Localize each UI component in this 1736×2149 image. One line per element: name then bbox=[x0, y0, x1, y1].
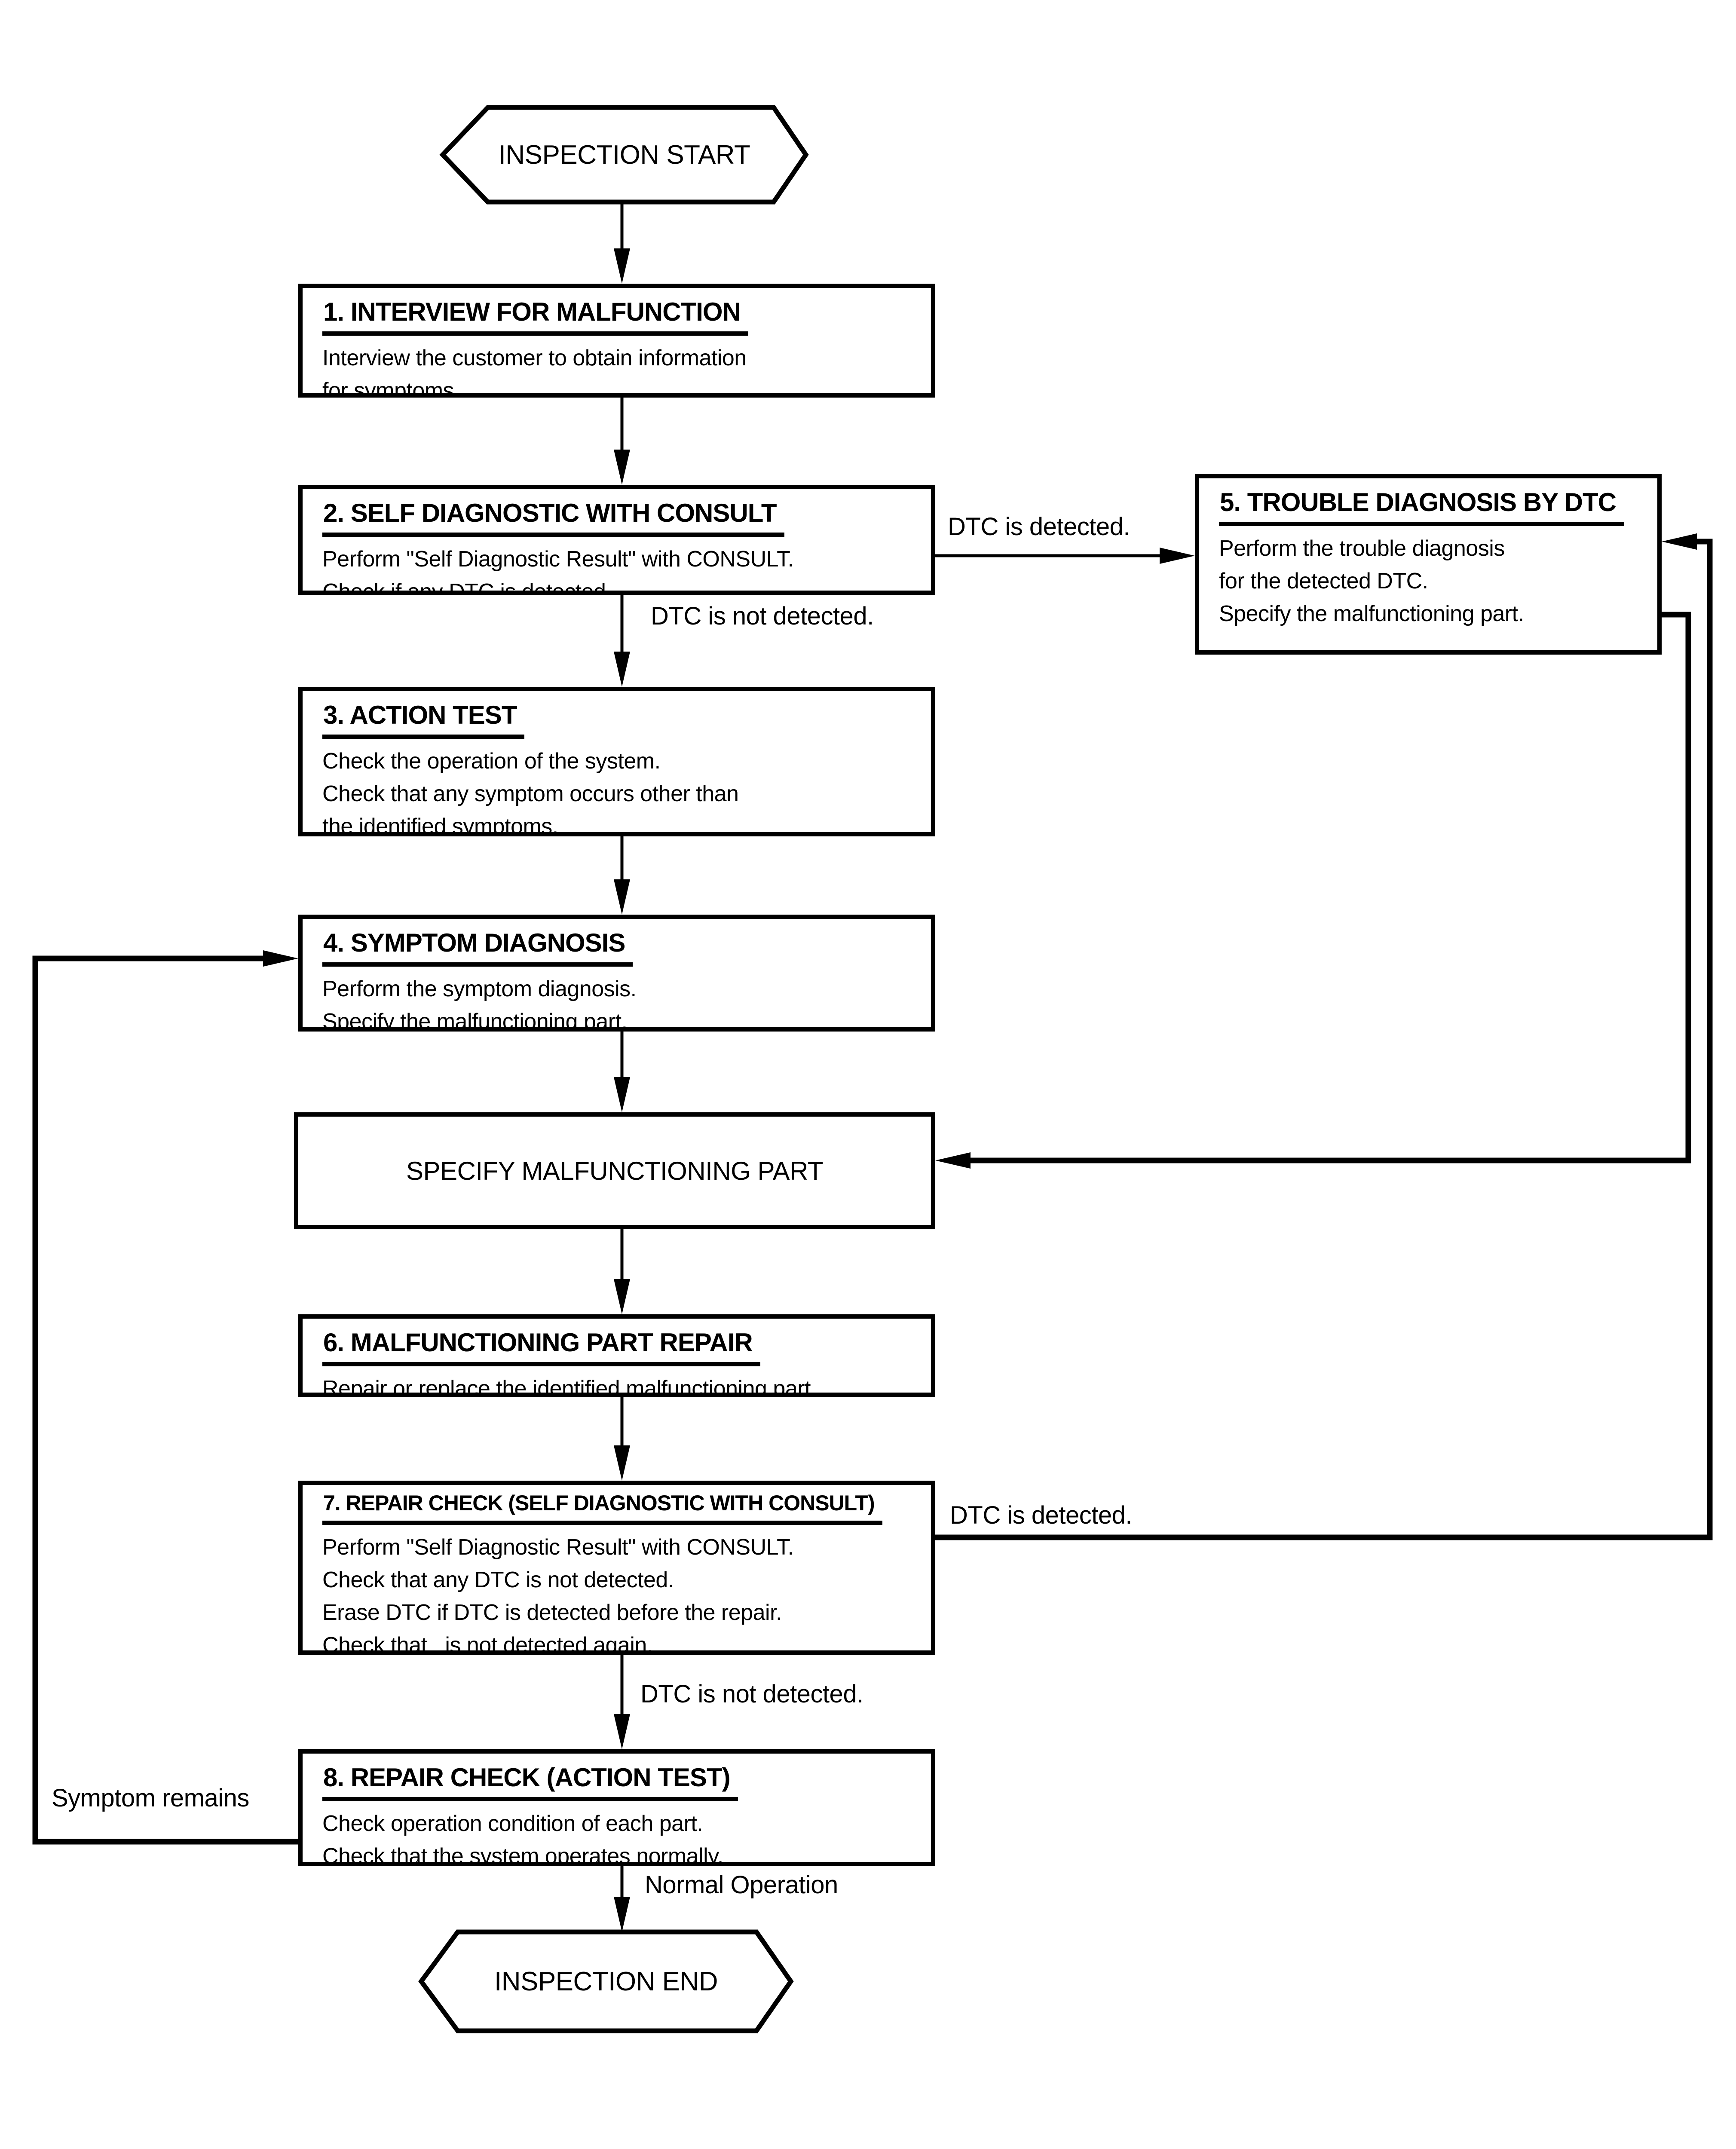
edge-label-normal-operation: Normal Operation bbox=[645, 1871, 838, 1899]
step-3-line: Check that any symptom occurs other than bbox=[322, 781, 739, 806]
arrowhead-into-b2 bbox=[614, 450, 630, 485]
arrowhead-into-b6 bbox=[614, 1279, 630, 1314]
arrowhead-into-b7 bbox=[614, 1445, 630, 1481]
connector-b5-to-specify bbox=[967, 612, 1691, 1163]
step-4-line: Specify the malfunctioning part. bbox=[322, 1009, 628, 1032]
step-6-part-repair-box: 6. MALFUNCTIONING PART REPAIR Repair or … bbox=[298, 1314, 935, 1397]
start-terminator-label: INSPECTION START bbox=[498, 140, 750, 170]
step-3-line: Check the operation of the system. bbox=[322, 749, 661, 774]
end-terminator-label: INSPECTION END bbox=[494, 1966, 718, 1996]
step-7-repair-check-consult-box: 7. REPAIR CHECK (SELF DIAGNOSTIC WITH CO… bbox=[298, 1481, 935, 1655]
arrowhead-into-b3 bbox=[614, 652, 630, 687]
arrowhead-into-specify-right bbox=[935, 1152, 971, 1169]
edge-label-symptom-remains: Symptom remains bbox=[52, 1784, 249, 1812]
step-1-title: 1. INTERVIEW FOR MALFUNCTION bbox=[322, 298, 748, 336]
edge-label-dtc-detected-bottom: DTC is detected. bbox=[950, 1501, 1132, 1529]
step-7-line: Erase DTC if DTC is detected before the … bbox=[322, 1600, 782, 1625]
step-3-action-test-box: 3. ACTION TEST Check the operation of th… bbox=[298, 687, 935, 836]
specify-malfunctioning-part-box: SPECIFY MALFUNCTIONING PART bbox=[294, 1112, 935, 1229]
step-8-repair-check-action-box: 8. REPAIR CHECK (ACTION TEST) Check oper… bbox=[298, 1749, 935, 1866]
edge-label-dtc-not-detected-top: DTC is not detected. bbox=[651, 602, 874, 630]
edge-label-dtc-detected-top: DTC is detected. bbox=[948, 513, 1130, 541]
step-5-line: Specify the malfunctioning part. bbox=[1219, 601, 1524, 626]
step-7-title: 7. REPAIR CHECK (SELF DIAGNOSTIC WITH CO… bbox=[322, 1492, 882, 1525]
end-hexagon bbox=[418, 1929, 794, 2033]
step-2-line: Perform "Self Diagnostic Result" with CO… bbox=[322, 547, 794, 572]
step-2-line: Check if any DTC is detected. bbox=[322, 579, 612, 595]
step-5-trouble-diagnosis-box: 5. TROUBLE DIAGNOSIS BY DTC Perform the … bbox=[1195, 474, 1662, 655]
step-8-line: Check operation condition of each part. bbox=[322, 1811, 703, 1836]
step-2-title: 2. SELF DIAGNOSTIC WITH CONSULT bbox=[322, 499, 784, 537]
step-6-title: 6. MALFUNCTIONING PART REPAIR bbox=[322, 1329, 760, 1366]
step-8-title: 8. REPAIR CHECK (ACTION TEST) bbox=[322, 1764, 738, 1801]
step-6-line: Repair or replace the identified malfunc… bbox=[322, 1376, 817, 1397]
step-4-symptom-diagnosis-box: 4. SYMPTOM DIAGNOSIS Perform the symptom… bbox=[298, 915, 935, 1032]
connector-b8-to-b4 bbox=[32, 955, 298, 1845]
arrowhead-into-b8 bbox=[614, 1714, 630, 1749]
step-1-line: for symptoms. bbox=[322, 378, 460, 398]
edge-label-dtc-not-detected-bottom: DTC is not detected. bbox=[640, 1680, 863, 1708]
step-1-interview-box: 1. INTERVIEW FOR MALFUNCTION Interview t… bbox=[298, 284, 935, 398]
arrowhead-into-b4-left bbox=[263, 950, 298, 967]
arrowhead-into-b1 bbox=[614, 248, 630, 284]
step-5-line: for the detected DTC. bbox=[1219, 569, 1428, 594]
step-2-self-diagnostic-box: 2. SELF DIAGNOSTIC WITH CONSULT Perform … bbox=[298, 485, 935, 595]
step-7-line: Perform "Self Diagnostic Result" with CO… bbox=[322, 1534, 794, 1560]
step-3-line: the identified symptoms. bbox=[322, 814, 558, 836]
arrowhead-into-specify bbox=[614, 1077, 630, 1112]
step-4-line: Perform the symptom diagnosis. bbox=[322, 977, 637, 1001]
connector-b7-to-b5 bbox=[935, 539, 1713, 1540]
step-1-line: Interview the customer to obtain informa… bbox=[322, 346, 747, 370]
step-5-line: Perform the trouble diagnosis bbox=[1219, 536, 1505, 561]
step-8-line: Check that the system operates normally. bbox=[322, 1844, 723, 1866]
step-3-title: 3. ACTION TEST bbox=[322, 701, 525, 739]
start-hexagon bbox=[439, 105, 809, 205]
step-5-title: 5. TROUBLE DIAGNOSIS BY DTC bbox=[1219, 489, 1624, 526]
arrowhead-into-end bbox=[614, 1897, 630, 1932]
step-7-line: Check that is not detected again. bbox=[322, 1632, 653, 1655]
arrowhead-into-b5-left bbox=[1160, 548, 1195, 564]
arrowhead-into-b4 bbox=[614, 879, 630, 915]
arrowhead-into-b5-right bbox=[1662, 533, 1697, 550]
step-4-title: 4. SYMPTOM DIAGNOSIS bbox=[322, 929, 633, 967]
step-7-line: Check that any DTC is not detected. bbox=[322, 1567, 674, 1592]
